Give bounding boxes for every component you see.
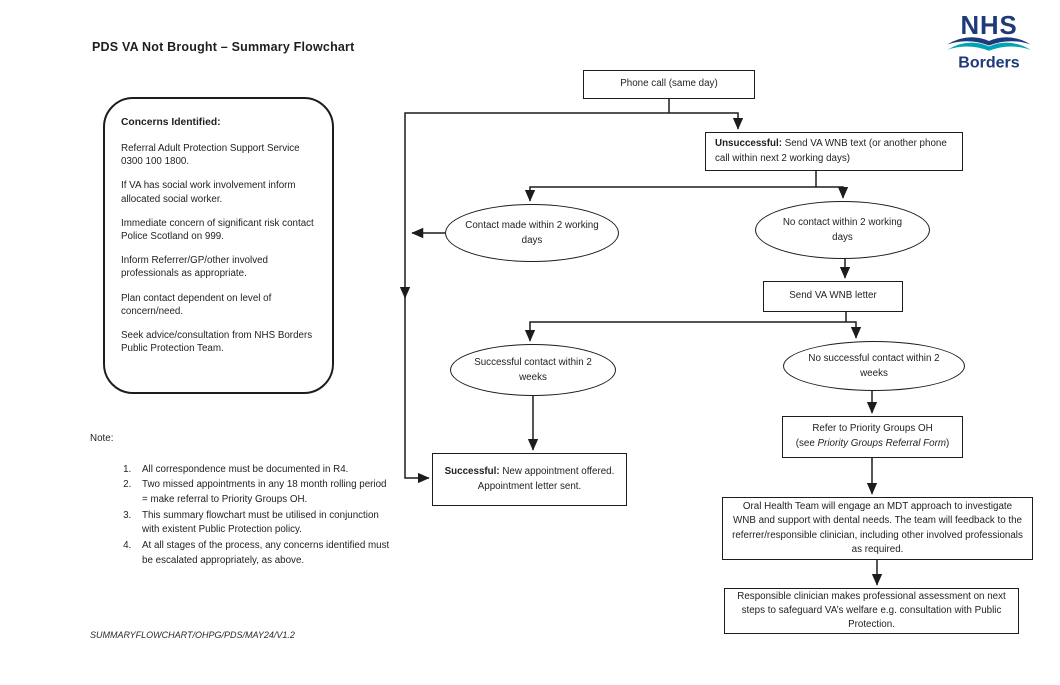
flow-node-send-wnb-letter: Send VA WNB letter	[763, 281, 903, 312]
refer-form-name: Priority Groups Referral Form	[817, 438, 946, 449]
note-heading: Note:	[90, 433, 114, 444]
note-item: At all stages of the process, any concer…	[134, 539, 390, 568]
logo-region-text: Borders	[958, 55, 1019, 72]
flow-node-label: No successful contact within 2 weeks	[808, 352, 940, 379]
concerns-item: Inform Referrer/GP/other involved profes…	[121, 255, 269, 280]
flow-node-responsible-clinician: Responsible clinician makes professional…	[724, 588, 1019, 634]
note-section: Note: All correspondence must be documen…	[90, 432, 390, 570]
flow-node-phone-call: Phone call (same day)	[583, 70, 755, 99]
note-item: This summary flowchart must be utilised …	[134, 509, 390, 538]
flow-node-label: Successful contact within 2 weeks	[474, 356, 592, 383]
flow-node-label: Oral Health Team will engage an MDT appr…	[732, 501, 1023, 555]
document-reference: SUMMARYFLOWCHART/OHPG/PDS/MAY24/V1.2	[90, 630, 295, 640]
flow-node-no-successful-contact: No successful contact within 2 weeks	[783, 341, 965, 391]
concerns-item: Immediate concern of significant risk co…	[121, 217, 314, 242]
concerns-item: If VA has social work involvement inform…	[121, 180, 296, 205]
flow-node-label: No contact within 2 working days	[782, 216, 903, 243]
flow-node-label: Contact made within 2 working days	[465, 219, 599, 246]
flow-node-no-contact: No contact within 2 working days	[755, 201, 930, 259]
flow-node-oral-health-team: Oral Health Team will engage an MDT appr…	[722, 497, 1033, 560]
flow-node-label: Phone call (same day)	[620, 78, 718, 90]
refer-prefix: (see	[795, 438, 818, 449]
label-bold-lead: Unsuccessful:	[715, 137, 782, 149]
label-bold-lead: Successful:	[444, 465, 500, 477]
logo-swoosh-navy	[947, 37, 1031, 46]
label-rest: New appointment offered. Appointment let…	[477, 465, 615, 492]
logo-swoosh-teal	[947, 42, 1031, 51]
concerns-heading: Concerns Identified:	[121, 117, 221, 128]
concerns-panel: Concerns Identified: Referral Adult Prot…	[103, 97, 334, 394]
nhs-logo-text: NHS	[960, 12, 1017, 40]
flow-node-label: Unsuccessful: Send VA WNB text (or anoth…	[715, 137, 956, 166]
concerns-item: Referral Adult Protection Support Servic…	[121, 142, 300, 168]
concerns-item: Plan contact dependent on level of conce…	[121, 292, 272, 317]
label-rest: Send VA WNB text (or another phone call …	[715, 137, 947, 164]
flow-node-contact-made: Contact made within 2 working days	[445, 204, 619, 262]
flow-node-label: Refer to Priority Groups OH (see Priorit…	[796, 422, 950, 451]
nhs-borders-logo: NHS Borders	[947, 12, 1031, 72]
flow-node-unsuccessful-text: Unsuccessful: Send VA WNB text (or anoth…	[705, 132, 963, 171]
note-item: All correspondence must be documented in…	[134, 463, 390, 478]
flow-node-successful-contact: Successful contact within 2 weeks	[450, 344, 616, 396]
refer-suffix: )	[946, 438, 950, 449]
flow-node-successful-appointment: Successful: New appointment offered. App…	[432, 453, 627, 506]
page-title: PDS VA Not Brought – Summary Flowchart	[92, 40, 355, 54]
flow-node-label: Successful: New appointment offered. App…	[441, 465, 618, 494]
refer-line1: Refer to Priority Groups OH	[812, 423, 933, 435]
flow-node-label: Send VA WNB letter	[789, 290, 877, 302]
flow-node-refer-priority-groups: Refer to Priority Groups OH (see Priorit…	[782, 416, 963, 458]
concerns-item: Seek advice/consultation from NHS Border…	[121, 330, 313, 355]
note-item: Two missed appointments in any 18 month …	[134, 478, 390, 507]
note-list: All correspondence must be documented in…	[90, 463, 390, 569]
flow-node-label: Responsible clinician makes professional…	[737, 590, 1006, 631]
